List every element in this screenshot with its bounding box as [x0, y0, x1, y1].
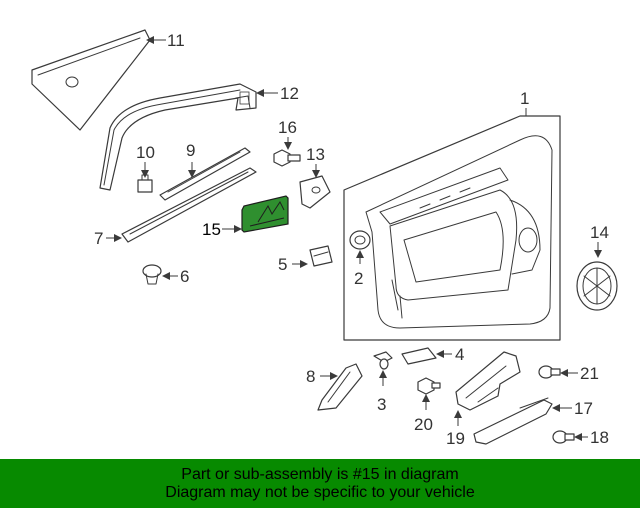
- part-2-plug: [349, 230, 371, 250]
- svg-text:15: 15: [202, 220, 221, 239]
- callout-21: 21: [560, 364, 599, 383]
- svg-text:12: 12: [280, 84, 299, 103]
- svg-text:11: 11: [167, 31, 185, 50]
- part-1-door-panel: [343, 115, 561, 341]
- parts-diagram: 11 12 10 9 7: [31, 29, 618, 448]
- part-8-trim-piece: [317, 363, 363, 411]
- callout-9: 9: [186, 141, 196, 178]
- part-17-lower-trim: [473, 397, 553, 445]
- svg-text:5: 5: [278, 255, 287, 274]
- callout-13: 13: [306, 145, 325, 178]
- part-15-shape: [241, 195, 289, 233]
- part-20-bolt: [417, 377, 441, 395]
- svg-text:10: 10: [136, 143, 155, 162]
- info-banner-line-2: Diagram may not be specific to your vehi…: [165, 483, 475, 501]
- part-14-speaker-grille: [576, 261, 618, 311]
- part-6-clip: [142, 264, 162, 285]
- callout-12: 12: [256, 84, 299, 103]
- callout-7: 7: [94, 229, 122, 248]
- svg-text:14: 14: [590, 223, 609, 242]
- part-7-moulding: [121, 167, 257, 243]
- callout-2: 2: [354, 250, 364, 288]
- callout-18: 18: [574, 428, 609, 447]
- part-15-highlighted: [241, 195, 289, 233]
- part-18-screw: [552, 430, 575, 444]
- svg-text:17: 17: [574, 399, 593, 418]
- callout-19: 19: [446, 410, 465, 448]
- part-13-bracket: [299, 175, 331, 209]
- svg-text:16: 16: [278, 118, 297, 137]
- svg-text:9: 9: [186, 141, 195, 160]
- info-banner: Part or sub-assembly is #15 in diagram D…: [0, 459, 640, 508]
- callout-1: 1: [520, 89, 529, 116]
- callout-15: 15: [202, 220, 242, 239]
- part-4-pad: [401, 347, 437, 365]
- info-banner-line-1: Part or sub-assembly is #15 in diagram: [181, 465, 459, 483]
- callout-10: 10: [136, 143, 155, 178]
- callout-20: 20: [414, 394, 433, 434]
- svg-text:1: 1: [520, 89, 529, 108]
- svg-text:3: 3: [377, 395, 386, 414]
- svg-text:19: 19: [446, 429, 465, 448]
- svg-text:7: 7: [94, 229, 103, 248]
- part-5-switch: [309, 245, 333, 267]
- callout-11: 11: [146, 31, 185, 50]
- part-9-trim-strip: [159, 147, 251, 201]
- callout-3: 3: [377, 370, 387, 414]
- part-16-bolt: [273, 149, 301, 167]
- part-3-clip: [373, 351, 393, 370]
- callout-8: 8: [306, 367, 338, 386]
- svg-text:20: 20: [414, 415, 433, 434]
- callout-6: 6: [162, 267, 189, 286]
- part-11-panel: [31, 29, 151, 131]
- part-19-handle-bracket: [455, 351, 521, 411]
- svg-text:18: 18: [590, 428, 609, 447]
- part-12-frame-trim: [99, 83, 257, 191]
- callout-4: 4: [436, 345, 464, 364]
- callout-16: 16: [278, 118, 297, 150]
- callout-5: 5: [278, 255, 308, 274]
- svg-text:21: 21: [580, 364, 599, 383]
- svg-text:2: 2: [354, 269, 363, 288]
- svg-text:4: 4: [455, 345, 464, 364]
- part-21-screw: [538, 365, 561, 379]
- svg-text:13: 13: [306, 145, 325, 164]
- callout-14: 14: [590, 223, 609, 258]
- callout-17: 17: [552, 399, 593, 418]
- svg-text:8: 8: [306, 367, 315, 386]
- svg-text:6: 6: [180, 267, 189, 286]
